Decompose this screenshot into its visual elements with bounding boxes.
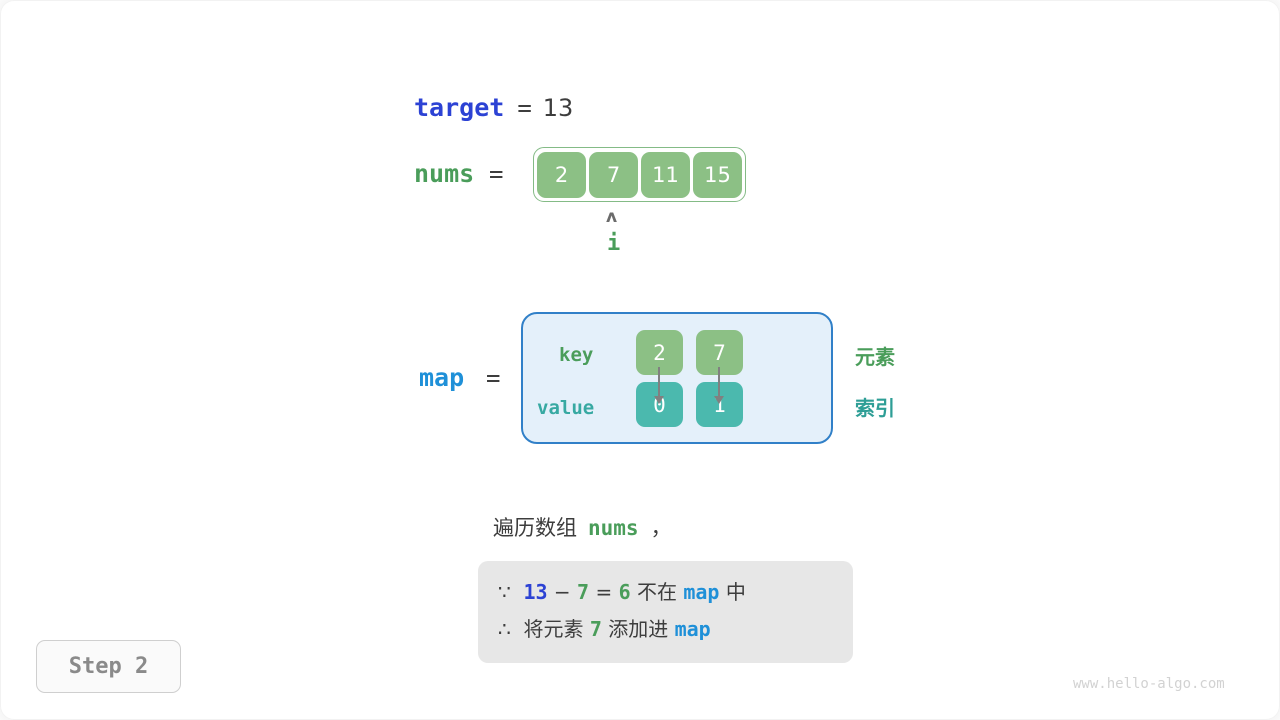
note-line-1: ∵ 13 − 7 = 6 不在 map 中 [498, 574, 833, 611]
array-cell: 15 [693, 151, 742, 198]
explanation-note-box: ∵ 13 − 7 = 6 不在 map 中 ∴ [478, 561, 853, 663]
map-key-row-label: key [559, 344, 594, 366]
note-target-value: 13 [523, 580, 548, 604]
note-minus-operator: − [553, 580, 571, 604]
note-complement-value: 6 [618, 580, 631, 604]
target-variable-value: 13 [542, 94, 574, 122]
map-variable-name: map [419, 363, 465, 392]
pointer-label-i: i [607, 231, 621, 256]
legend-element-label: 元素 [855, 345, 895, 369]
note-current-number: 7 [577, 580, 590, 604]
array-cell: 11 [641, 151, 690, 198]
step-badge: Step 2 [36, 640, 181, 693]
because-symbol-icon: ∵ [498, 580, 511, 604]
key-to-value-arrow-icon [714, 367, 724, 404]
key-to-value-arrow-icon [654, 367, 664, 404]
map-grid: key value 2 0 7 1 [523, 314, 831, 442]
note-added-number: 7 [589, 617, 602, 641]
array-cell: 7 [589, 151, 638, 198]
note-line-2: ∴ 将元素 7 添加进 map [498, 611, 833, 648]
array-cell: 2 [537, 151, 586, 198]
nums-array-container: 2 7 11 15 [533, 147, 746, 202]
note-equals-operator: = [595, 580, 613, 604]
note-text-within: 中 [725, 580, 746, 604]
map-entry-column: 7 1 [696, 330, 743, 427]
target-variable-name: target [414, 93, 505, 122]
map-equals-sign: = [486, 364, 501, 392]
map-value-row-label: value [537, 397, 595, 419]
target-variable-row: target = 13 [414, 93, 573, 122]
note-map-keyword: map [683, 580, 720, 604]
therefore-symbol-icon: ∴ [498, 617, 511, 641]
note-text-insert-into: 添加进 [608, 617, 669, 641]
nums-variable-name: nums [414, 159, 475, 188]
note-text-add-element: 将元素 [523, 617, 584, 641]
map-entry-column: 2 0 [636, 330, 683, 427]
caption-code-nums: nums [588, 516, 639, 540]
map-container: key value 2 0 7 1 [521, 312, 833, 444]
site-watermark: www.hello-algo.com [1073, 676, 1225, 692]
note-text-not-in: 不在 [636, 580, 677, 604]
note-map-keyword: map [674, 617, 711, 641]
pointer-caret-icon: ʌ [606, 207, 618, 227]
nums-equals-sign: = [489, 160, 504, 188]
legend-index-label: 索引 [855, 396, 895, 420]
caption-line: 遍历数组 nums ， [493, 512, 672, 542]
caption-prefix: 遍历数组 [493, 516, 577, 540]
target-equals-sign: = [517, 94, 532, 122]
caption-suffix: ， [650, 516, 672, 540]
